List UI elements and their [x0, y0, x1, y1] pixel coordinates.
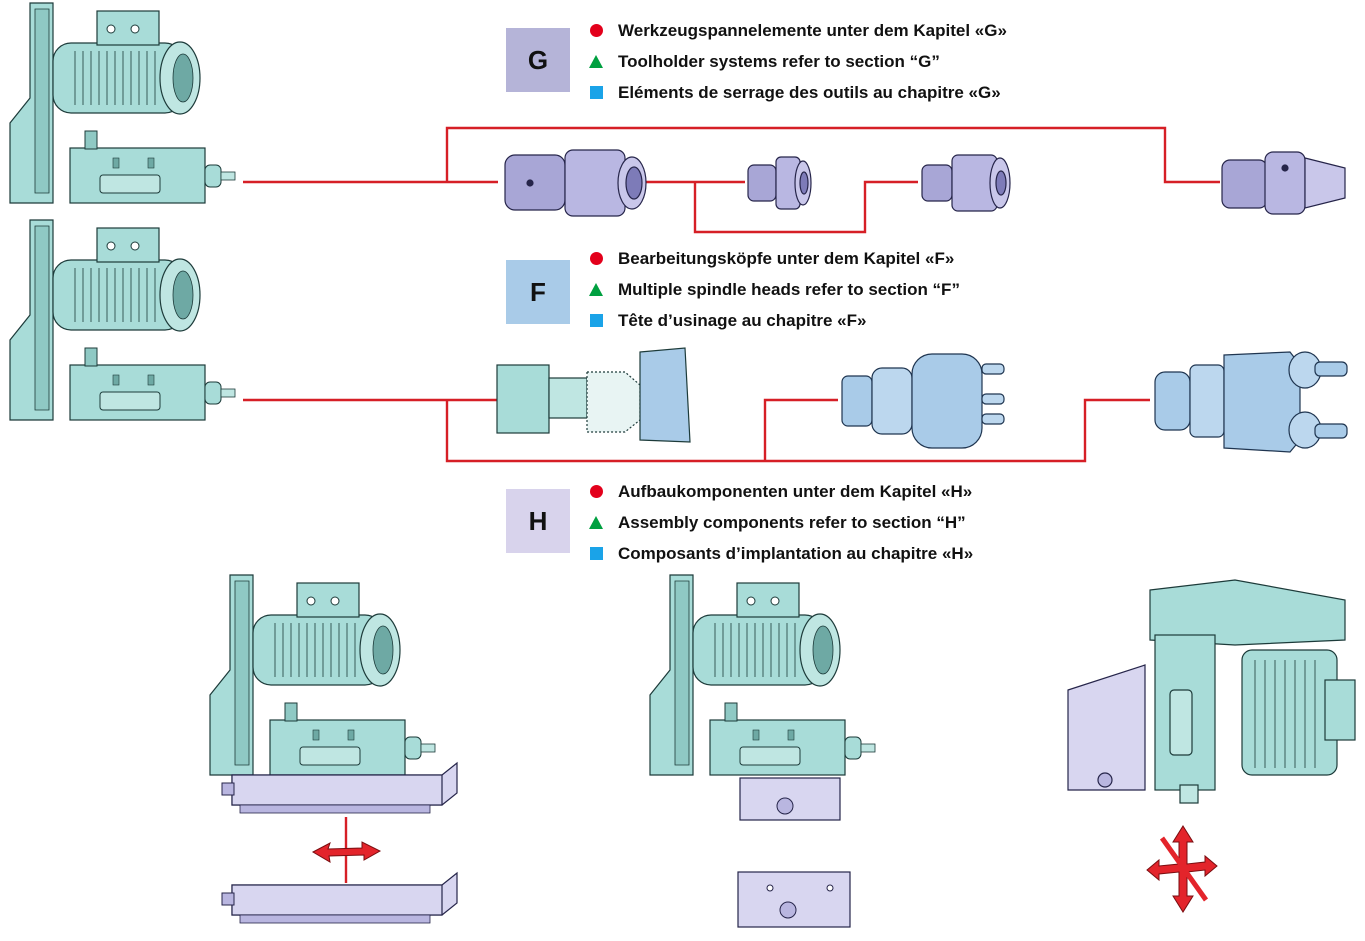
toolholder-icon [747, 156, 812, 210]
angle-drilling-unit-icon [1067, 579, 1356, 804]
legend-row-de: Bearbeitungsköpfe unter dem Kapitel «F» [586, 243, 960, 274]
legend-row-de: Aufbaukomponenten unter dem Kapitel «H» [586, 476, 973, 507]
blue-square-icon [586, 314, 606, 327]
toolholder-icon [1221, 151, 1346, 215]
green-triangle-icon [586, 55, 606, 68]
legend-row-en: Multiple spindle heads refer to section … [586, 274, 960, 305]
legend-row-en: Assembly components refer to section “H” [586, 507, 973, 538]
green-triangle-icon [586, 283, 606, 296]
legend-text: Tête d’usinage au chapitre «F» [618, 310, 867, 330]
slide-unit-icon [221, 872, 458, 924]
red-circle-icon [586, 24, 606, 37]
legend-text: Werkzeugspannelemente unter dem Kapitel … [618, 20, 1007, 40]
multi-spindle-head-icon [841, 353, 1005, 449]
toolholder-icon [921, 154, 1011, 212]
drilling-unit-icon [9, 2, 236, 204]
section-f-badge: F [506, 260, 570, 324]
cross-arrow-icon [1146, 825, 1218, 913]
cross-slide-icon [737, 777, 851, 928]
drilling-unit-icon [209, 574, 436, 776]
blue-square-icon [586, 547, 606, 560]
legend-text: Toolholder systems refer to section “G” [618, 51, 940, 71]
legend-text: Eléments de serrage des outils au chapit… [618, 82, 1001, 102]
blue-square-icon [586, 86, 606, 99]
legend-text: Aufbaukomponenten unter dem Kapitel «H» [618, 481, 973, 501]
legend-text: Multiple spindle heads refer to section … [618, 279, 960, 299]
section-h-legend: Aufbaukomponenten unter dem Kapitel «H» … [586, 476, 973, 569]
legend-row-de: Werkzeugspannelemente unter dem Kapitel … [586, 15, 1007, 46]
horizontal-arrow-icon [311, 841, 382, 863]
legend-text: Bearbeitungsköpfe unter dem Kapitel «F» [618, 248, 955, 268]
drilling-unit-icon [649, 574, 876, 776]
legend-row-fr: Composants d’implantation au chapitre «H… [586, 538, 973, 569]
green-triangle-icon [586, 516, 606, 529]
legend-text: Assembly components refer to section “H” [618, 512, 966, 532]
red-circle-icon [586, 252, 606, 265]
legend-row-en: Toolholder systems refer to section “G” [586, 46, 1007, 77]
toolholder-icon [504, 149, 647, 217]
section-g-badge: G [506, 28, 570, 92]
multi-spindle-head-icon [1154, 351, 1348, 453]
section-g-legend: Werkzeugspannelemente unter dem Kapitel … [586, 15, 1007, 108]
red-circle-icon [586, 485, 606, 498]
multi-spindle-head-icon [496, 347, 691, 443]
section-f-legend: Bearbeitungsköpfe unter dem Kapitel «F» … [586, 243, 960, 336]
legend-row-fr: Eléments de serrage des outils au chapit… [586, 77, 1007, 108]
section-h-badge: H [506, 489, 570, 553]
drilling-unit-icon [9, 219, 236, 421]
legend-row-fr: Tête d’usinage au chapitre «F» [586, 305, 960, 336]
legend-text: Composants d’implantation au chapitre «H… [618, 543, 974, 563]
